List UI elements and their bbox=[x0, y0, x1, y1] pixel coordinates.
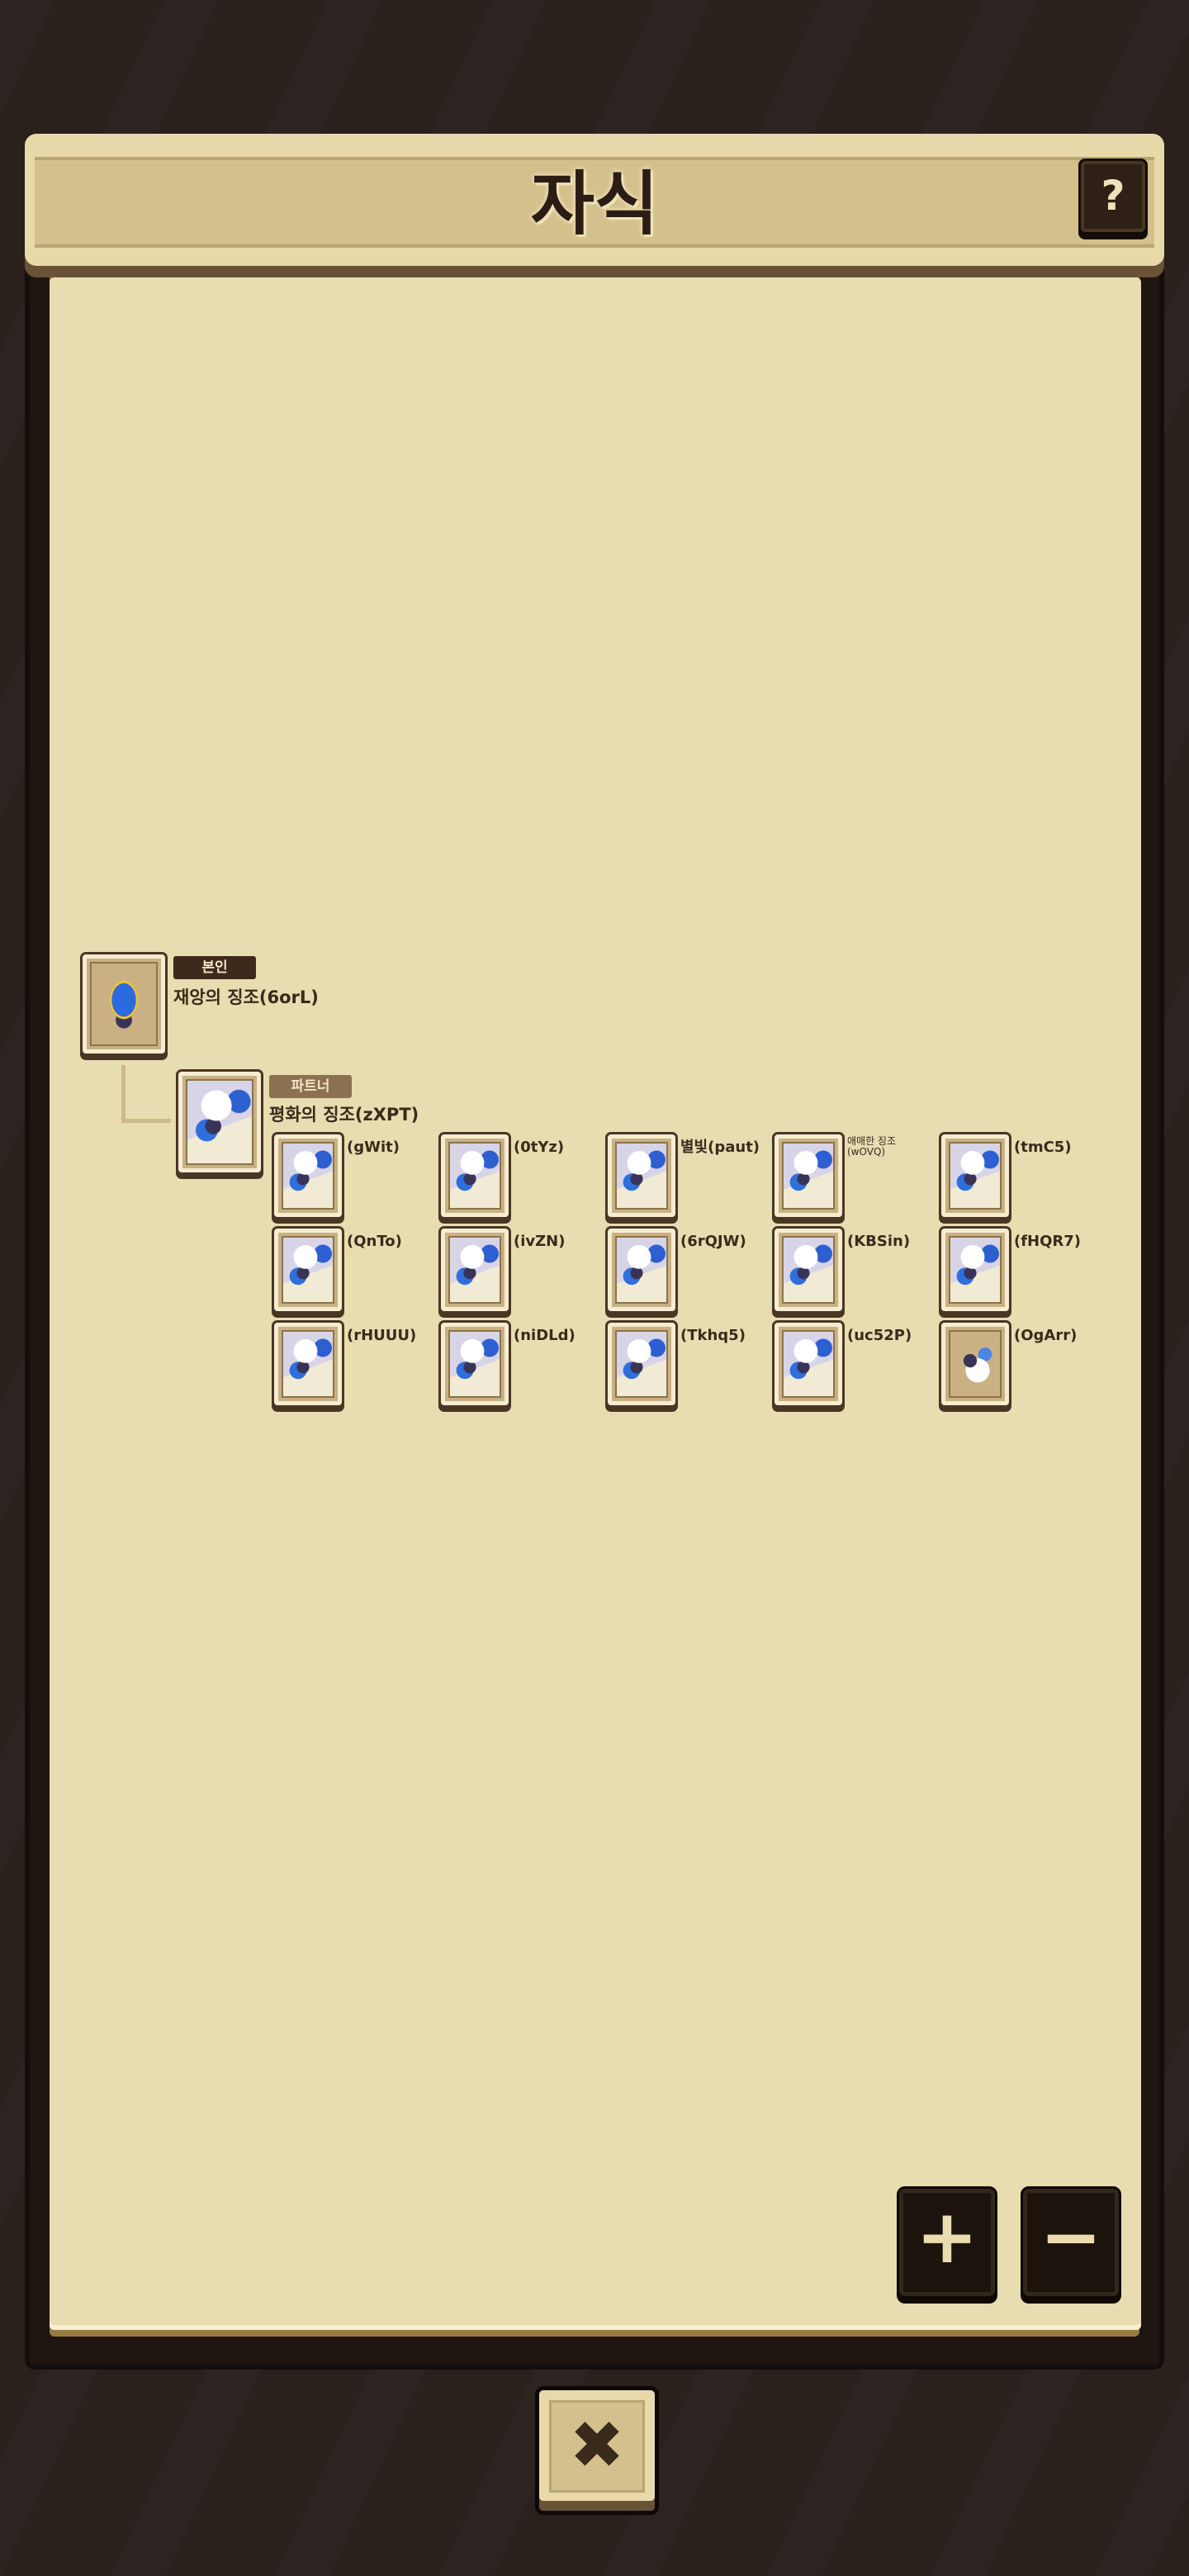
child-name: (Tkhq5) bbox=[680, 1327, 746, 1344]
child-avatar[interactable] bbox=[775, 1229, 842, 1311]
child-avatar[interactable] bbox=[775, 1323, 842, 1405]
child-avatar[interactable] bbox=[608, 1229, 675, 1311]
child-name: 애매한 징조(wOVQ) bbox=[847, 1135, 897, 1158]
child-name: (niDLd) bbox=[514, 1327, 576, 1344]
child-avatar[interactable] bbox=[441, 1229, 509, 1311]
zoom-out-button[interactable]: − bbox=[1021, 2186, 1121, 2299]
child-avatar[interactable] bbox=[775, 1134, 842, 1217]
child-avatar[interactable] bbox=[941, 1323, 1009, 1405]
child-avatar[interactable] bbox=[941, 1134, 1009, 1217]
child-avatar[interactable] bbox=[441, 1323, 509, 1405]
self-avatar[interactable] bbox=[83, 954, 165, 1054]
child-name: (rHUUU) bbox=[347, 1327, 417, 1344]
child-name: (fHQR7) bbox=[1014, 1233, 1082, 1250]
self-badge: 본인 bbox=[173, 956, 256, 979]
child-avatar[interactable] bbox=[608, 1323, 675, 1405]
partner-avatar[interactable] bbox=[178, 1072, 261, 1172]
child-name: (KBSin) bbox=[847, 1233, 911, 1250]
child-name: (OgArr) bbox=[1014, 1327, 1078, 1344]
child-name: (6rQJW) bbox=[680, 1233, 746, 1250]
child-name: (gWit) bbox=[347, 1139, 400, 1156]
child-name: (0tYz) bbox=[514, 1139, 565, 1156]
partner-name: 평화의 징조(zXPT) bbox=[269, 1105, 419, 1125]
child-name: (ivZN) bbox=[514, 1233, 566, 1250]
zoom-in-button[interactable]: + bbox=[897, 2186, 997, 2299]
close-button[interactable]: ✖ bbox=[535, 2386, 659, 2515]
child-name: (uc52P) bbox=[847, 1327, 912, 1344]
tree-connector bbox=[121, 1065, 126, 1123]
child-avatar[interactable] bbox=[274, 1134, 342, 1217]
child-avatar[interactable] bbox=[274, 1323, 342, 1405]
child-name: (tmC5) bbox=[1014, 1139, 1072, 1156]
child-name: (QnTo) bbox=[347, 1233, 402, 1250]
child-avatar[interactable] bbox=[941, 1229, 1009, 1311]
child-avatar[interactable] bbox=[608, 1134, 675, 1217]
close-icon: ✖ bbox=[549, 2400, 645, 2493]
tree-connector bbox=[121, 1119, 171, 1123]
child-avatar[interactable] bbox=[441, 1134, 509, 1217]
child-avatar[interactable] bbox=[274, 1229, 342, 1311]
child-name: 별빛(paut) bbox=[680, 1139, 760, 1156]
partner-badge: 파트너 bbox=[269, 1075, 352, 1098]
self-name: 재앙의 징조(6orL) bbox=[173, 987, 319, 1007]
page-title: 자식 bbox=[530, 163, 659, 244]
help-button[interactable]: ? bbox=[1078, 159, 1148, 234]
popup-header: 자식 bbox=[25, 134, 1164, 266]
